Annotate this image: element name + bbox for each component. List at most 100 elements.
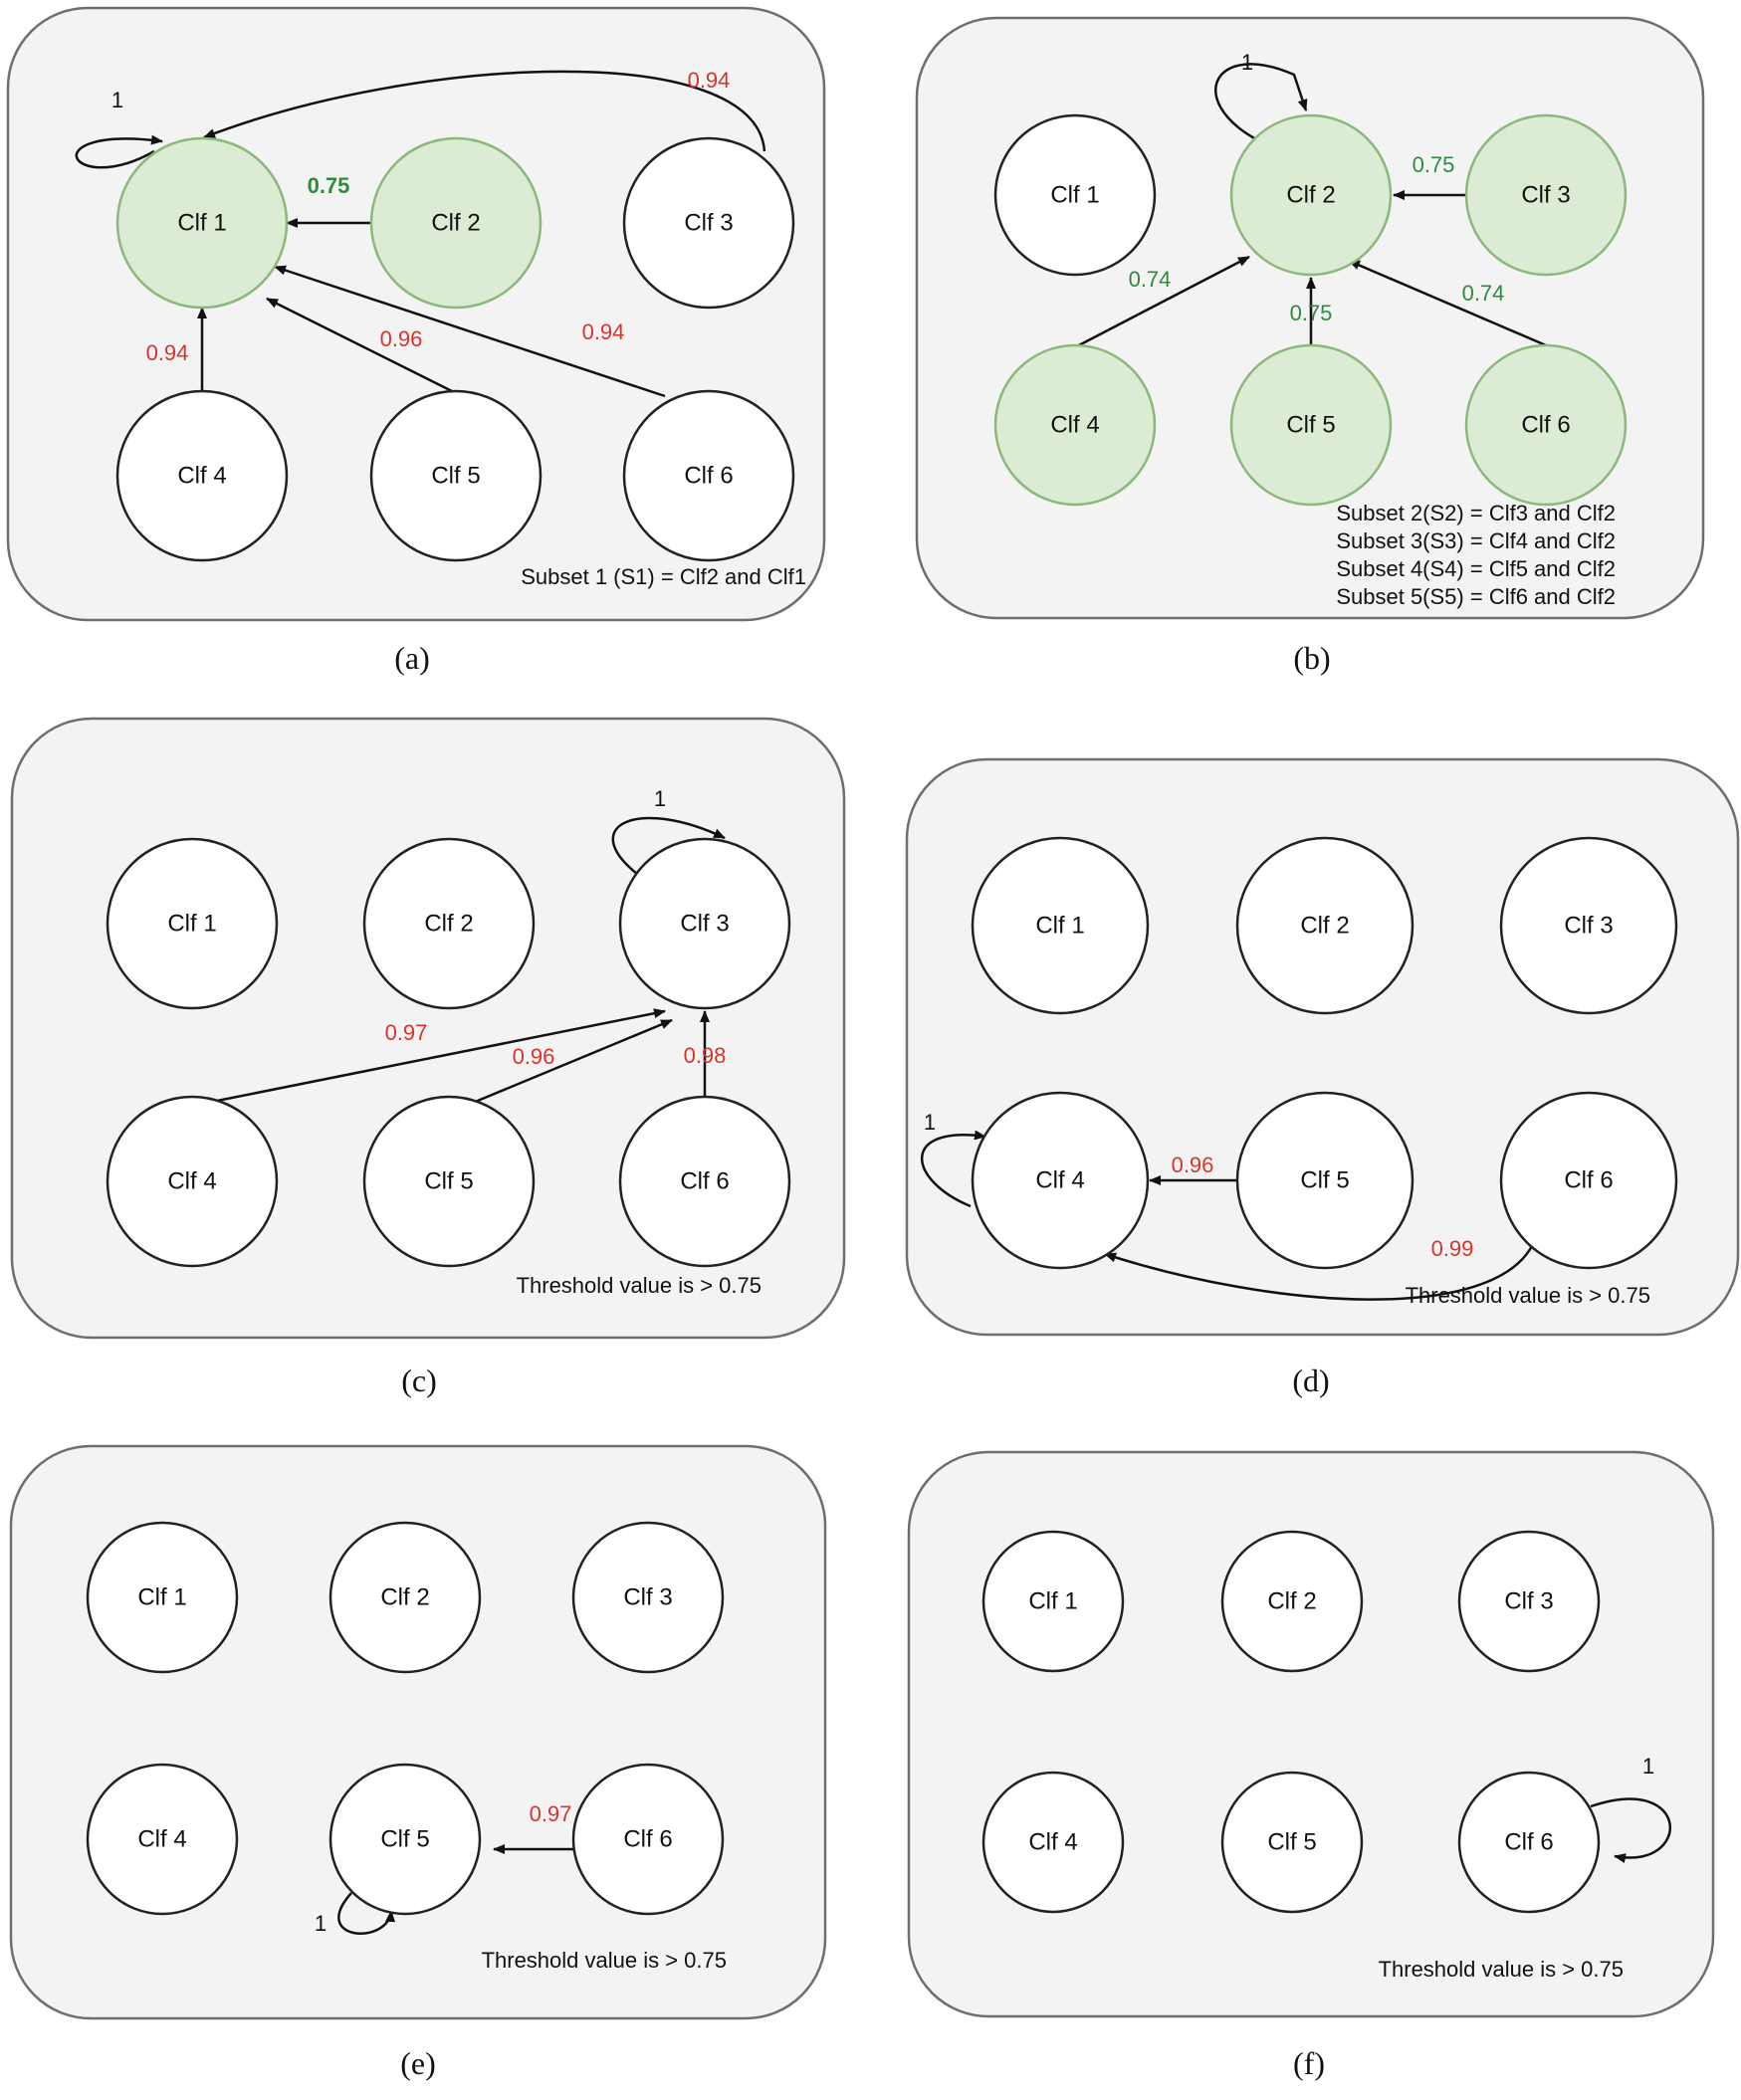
node-circle — [1235, 1091, 1415, 1270]
node-clf-2: Clf 2 — [1229, 113, 1393, 277]
node-clf-5: Clf 5 — [328, 1763, 482, 1916]
node-circle — [328, 1763, 482, 1916]
node-circle — [362, 1095, 536, 1268]
edge-weight-label: 1 — [924, 1110, 936, 1135]
node-label: Clf 1 — [177, 210, 226, 237]
node-circle — [1464, 113, 1628, 277]
node-circle — [1235, 836, 1415, 1015]
edge-clf6-to-clf2 — [1348, 259, 1554, 350]
node-clf-5: Clf 5 — [1229, 343, 1393, 507]
node-clf-5: Clf 5 — [362, 1095, 536, 1268]
node-label: Clf 4 — [1028, 1829, 1077, 1856]
node-circle — [971, 1091, 1150, 1270]
node-circle — [622, 389, 795, 562]
edge-weight-label: 1 — [1642, 1754, 1654, 1779]
edge-weight-label: 0.75 — [308, 173, 350, 198]
panel-caption: (a) — [394, 640, 430, 676]
edge-weight-label: 0.75 — [1290, 301, 1333, 325]
edge-weight-label: 0.74 — [1129, 267, 1172, 292]
edge-weight-label: 0.98 — [684, 1043, 727, 1068]
node-label: Clf 1 — [137, 1584, 186, 1611]
node-clf-6: Clf 6 — [622, 389, 795, 562]
node-label: Clf 1 — [1050, 182, 1099, 209]
self-loop-clf2 — [1214, 63, 1308, 141]
node-clf-4: Clf 4 — [981, 1771, 1125, 1914]
edge-weight-label: 0.94 — [582, 319, 625, 344]
node-circle — [362, 837, 536, 1010]
node-circle — [1229, 113, 1393, 277]
node-circle — [115, 136, 289, 310]
self-loop-clf4 — [921, 1130, 986, 1208]
node-label: Clf 3 — [623, 1584, 672, 1611]
node-clf-6: Clf 6 — [1499, 1091, 1678, 1270]
node-clf-1: Clf 1 — [86, 1521, 239, 1674]
edge-weight-label: 0.94 — [146, 340, 189, 365]
panel-note: Threshold value is > 0.75 — [1406, 1283, 1650, 1308]
node-circle — [369, 136, 543, 310]
edge-clf5-to-clf1 — [266, 297, 457, 395]
edge-clf6-to-clf4 — [1104, 1243, 1535, 1301]
node-label: Clf 2 — [380, 1584, 429, 1611]
edge-weight-label: 1 — [654, 786, 666, 811]
node-circle — [1220, 1771, 1364, 1914]
node-label: Clf 4 — [177, 463, 226, 490]
self-loop-clf6 — [1590, 1797, 1672, 1863]
node-label: Clf 5 — [424, 1168, 473, 1195]
node-clf-4: Clf 4 — [993, 343, 1157, 507]
self-loop-clf5 — [337, 1892, 396, 1935]
edge-weight-label: 1 — [1241, 50, 1253, 75]
node-circle — [1457, 1771, 1601, 1914]
node-label: Clf 6 — [623, 1826, 672, 1853]
node-clf-1: Clf 1 — [981, 1530, 1125, 1673]
node-label: Clf 2 — [431, 210, 480, 237]
node-circle — [1229, 343, 1393, 507]
panel-note: Subset 2(S2) = Clf3 and Clf2 — [1336, 501, 1616, 525]
edge-clf4-to-clf3 — [216, 1008, 666, 1103]
node-clf-4: Clf 4 — [115, 389, 289, 562]
node-circle — [571, 1763, 725, 1916]
node-circle — [571, 1521, 725, 1674]
edge-weight-label: 0.97 — [530, 1801, 572, 1826]
panel-note: Threshold value is > 0.75 — [517, 1273, 762, 1298]
node-clf-1: Clf 1 — [993, 113, 1157, 277]
node-clf-6: Clf 6 — [1457, 1771, 1601, 1914]
node-circle — [328, 1521, 482, 1674]
node-circle — [1499, 1091, 1678, 1270]
node-circle — [369, 389, 543, 562]
node-label: Clf 6 — [680, 1168, 729, 1195]
node-clf-5: Clf 5 — [369, 389, 543, 562]
panel-note: Subset 4(S4) = Clf5 and Clf2 — [1336, 556, 1616, 581]
node-circle — [1499, 836, 1678, 1015]
panel-caption: (c) — [401, 1363, 437, 1398]
edge-weight-label: 0.96 — [380, 326, 423, 351]
panel-note: Subset 3(S3) = Clf4 and Clf2 — [1336, 528, 1616, 553]
panel-note: Subset 5(S5) = Clf6 and Clf2 — [1336, 584, 1616, 609]
node-circle — [106, 1095, 279, 1268]
edge-clf3-to-clf1 — [203, 70, 766, 152]
node-label: Clf 4 — [1050, 412, 1099, 439]
node-clf-2: Clf 2 — [1220, 1530, 1364, 1673]
node-label: Clf 6 — [1504, 1829, 1553, 1856]
panel-note: Threshold value is > 0.75 — [482, 1948, 727, 1973]
node-clf-6: Clf 6 — [618, 1095, 791, 1268]
node-clf-6: Clf 6 — [571, 1763, 725, 1916]
node-label: Clf 2 — [1300, 913, 1349, 940]
node-clf-3: Clf 3 — [1457, 1530, 1601, 1673]
node-circle — [981, 1771, 1125, 1914]
node-label: Clf 5 — [1267, 1829, 1316, 1856]
panel-note: Subset 1 (S1) = Clf2 and Clf1 — [521, 564, 806, 589]
panel-caption: (d) — [1292, 1363, 1329, 1398]
self-loop-clf1 — [75, 134, 163, 169]
node-clf-4: Clf 4 — [86, 1763, 239, 1916]
node-label: Clf 5 — [380, 1826, 429, 1853]
panel-note: Threshold value is > 0.75 — [1379, 1957, 1624, 1982]
node-circle — [618, 1095, 791, 1268]
node-circle — [622, 136, 795, 310]
node-clf-2: Clf 2 — [1235, 836, 1415, 1015]
node-circle — [86, 1521, 239, 1674]
